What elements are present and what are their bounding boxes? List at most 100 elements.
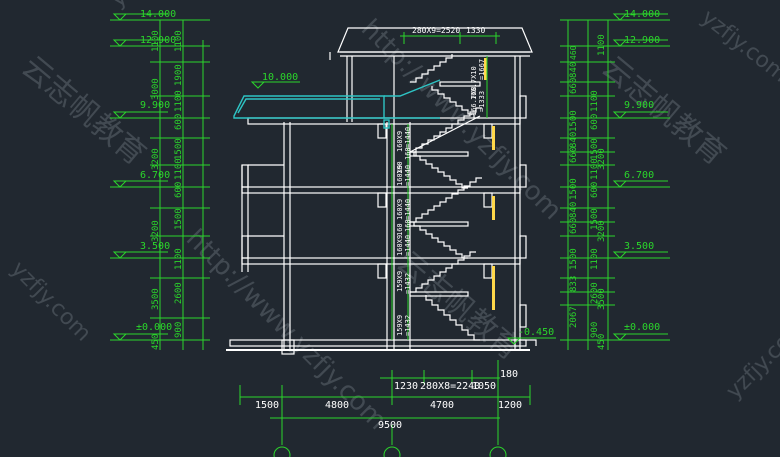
floor-slab — [229, 339, 527, 347]
elevation-label: 12.900 — [624, 35, 660, 46]
dim-text: 3200 — [151, 220, 161, 242]
stair-flight — [410, 251, 476, 293]
stair-dim-label: 280X9=2520 — [412, 26, 460, 35]
dim-text: 3200 — [597, 148, 607, 170]
dim-text: 2600 — [174, 282, 184, 304]
dim-text: 1500 — [569, 178, 579, 200]
stair-landing — [439, 81, 481, 87]
window — [241, 235, 249, 259]
elevation-label: 6.700 — [140, 170, 170, 181]
dim-text: 1100 — [174, 158, 184, 180]
dim-text: 840 — [569, 202, 579, 218]
dim-text: 1500 — [590, 138, 600, 160]
flight-label: =1440 — [404, 165, 412, 186]
dim-text: 4700 — [430, 400, 454, 411]
flight-label: 160 — [396, 161, 404, 174]
dim-text: 600 — [590, 182, 600, 198]
elevation-label: -0.450 — [518, 327, 554, 338]
dim-text: 1050 — [472, 381, 496, 392]
dim-text: 1100 — [174, 30, 184, 52]
dim-text: 2600 — [590, 282, 600, 304]
dim-text: 450 — [151, 334, 161, 350]
dim-text: 3200 — [151, 148, 161, 170]
watermark-text: yzfjy.com — [6, 257, 96, 347]
flight-label: =1432 — [404, 273, 412, 294]
dim-text: 280X8=2240 — [420, 381, 480, 392]
stair-flight — [425, 295, 480, 341]
window — [519, 235, 527, 259]
dim-text: 840 — [569, 62, 579, 78]
watermark-text: yzfjy.com — [722, 314, 780, 404]
elevation-label: 14.000 — [140, 9, 176, 20]
stair-landing — [409, 291, 469, 297]
dim-text: 900 — [590, 322, 600, 338]
flight-label: 160 — [396, 223, 404, 236]
stair-dim-label: =1333 — [478, 91, 486, 112]
dim-text: 3500 — [597, 288, 607, 310]
dim-text: 1500 — [255, 400, 279, 411]
elevation-label: 10.000 — [262, 72, 298, 83]
dim-text: 2067 — [569, 306, 579, 328]
dim-text: 1500 — [174, 138, 184, 160]
elevation-label: 6.700 — [624, 170, 654, 181]
window — [519, 95, 527, 119]
stair-dim-label: 1330 — [466, 26, 485, 35]
stair-flight — [413, 152, 468, 189]
dim-text: 9500 — [378, 420, 402, 431]
flight-label: 160 — [404, 219, 412, 232]
flight-label: 160 — [404, 147, 412, 160]
elevation-label: 3.500 — [624, 241, 654, 252]
flight-label: =1440 — [404, 235, 412, 256]
elevation-label: 14.000 — [624, 9, 660, 20]
axis-bubble — [489, 446, 507, 457]
stair-flight — [410, 177, 482, 223]
dim-text: 3500 — [151, 288, 161, 310]
dim-text: 1500 — [569, 110, 579, 132]
stair-flight — [413, 222, 468, 259]
dim-text: 1100 — [590, 248, 600, 270]
dim-text: 1100 — [590, 158, 600, 180]
dim-text: 4800 — [325, 400, 349, 411]
watermark-layer: yzfjy.com 云志帆教育 yzfjy.com 云志帆教育 http://w… — [6, 0, 780, 436]
elevation-label: 3.500 — [140, 241, 170, 252]
stair-flight — [409, 115, 481, 156]
window — [519, 304, 527, 328]
elevation-label: 12.900 — [140, 35, 176, 46]
dim-text: 1100 — [174, 248, 184, 270]
dim-text: 1500 — [174, 208, 184, 230]
dim-text: 660 — [569, 218, 579, 234]
flight-label: 160X9 — [396, 131, 404, 152]
dim-text: 1100 — [597, 34, 607, 56]
window — [519, 164, 527, 188]
dim-text: 600 — [174, 182, 184, 198]
railing-posts — [484, 58, 495, 310]
dim-text: 1500 — [590, 208, 600, 230]
dim-text: 833 — [569, 276, 579, 292]
stair-dim-label: =1667 — [478, 59, 486, 80]
canopy — [233, 79, 441, 129]
axis-bubble — [383, 446, 401, 457]
stair-landing — [409, 151, 469, 157]
dim-text: 450 — [597, 334, 607, 350]
dim-text: 1100 — [151, 30, 161, 52]
dim-text: 1100 — [590, 90, 600, 112]
dim-text: 900 — [174, 322, 184, 338]
dim-text: 460 — [569, 45, 578, 60]
flight-label: 159X9 — [396, 315, 404, 336]
flight-label: 160X9 — [396, 165, 404, 186]
stair-dim-label: 166.7X10 — [470, 66, 478, 100]
elevation-label: 9.900 — [624, 100, 654, 111]
dim-text: 600 — [590, 114, 600, 130]
flight-label: =1440 — [404, 199, 412, 220]
dim-text: 660 — [569, 78, 579, 94]
dim-text: 3200 — [597, 220, 607, 242]
stair-flight — [431, 86, 480, 119]
stair-dim-label: 166.7X8 — [470, 86, 478, 116]
dim-text: 840 — [569, 132, 579, 148]
dim-text: 3000 — [151, 78, 161, 100]
flight-label: 160X9 — [396, 199, 404, 220]
elevation-label: ±0.000 — [136, 322, 172, 333]
dim-text: 180 — [500, 369, 518, 380]
flight-label: 160X9 — [396, 235, 404, 256]
